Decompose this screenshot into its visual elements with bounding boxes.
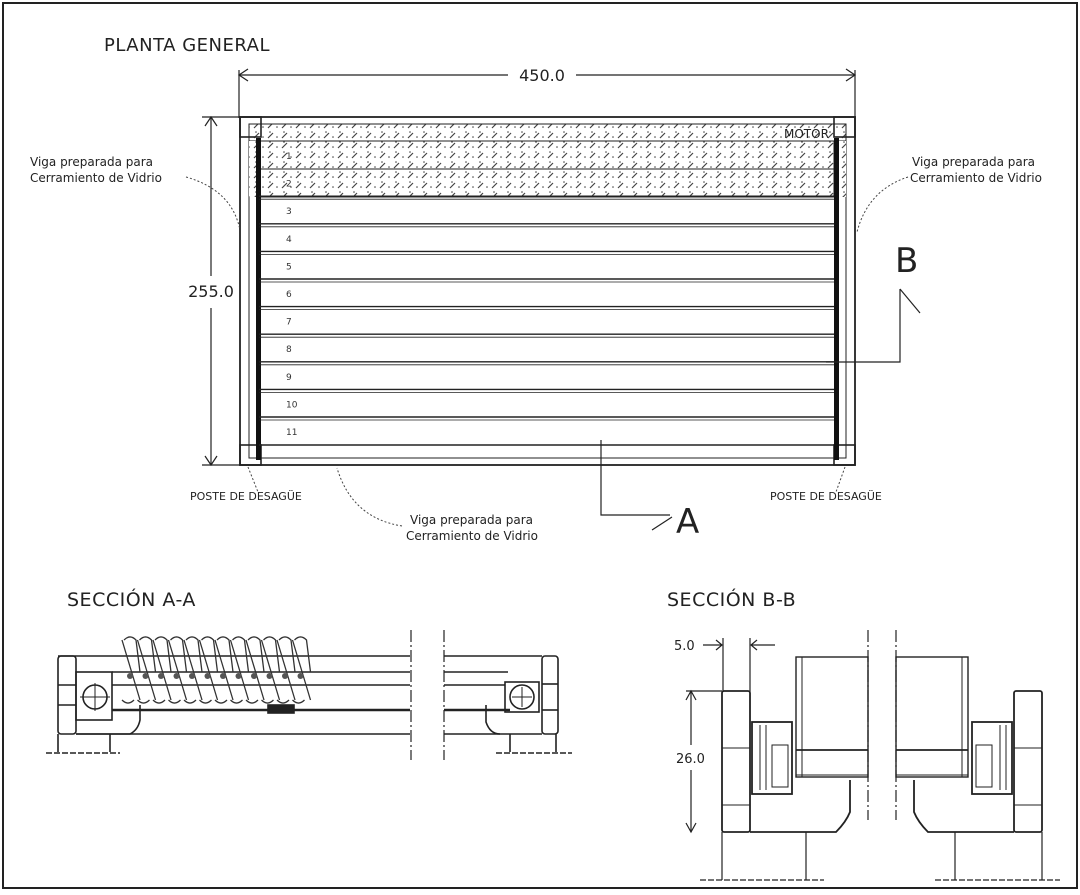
coiled-lamella [291, 636, 312, 704]
lamella-pivot [173, 673, 180, 679]
lamella-number: 9 [286, 373, 292, 383]
left-guide-rail [256, 138, 261, 460]
coiled-lamella [260, 636, 281, 704]
lamella-pivot [235, 673, 242, 679]
svg-text:Cerramiento de Vidrio: Cerramiento de Vidrio [30, 171, 162, 185]
lamella-number: 3 [286, 207, 292, 217]
corner-post-top-right [833, 116, 856, 138]
drain-post-note-right: POSTE DE DESAGÜE [770, 466, 882, 503]
lamella-pivot [266, 673, 273, 679]
section-bb-title: SECCIÓN B-B [667, 587, 796, 611]
motor-label: MOTOR [784, 127, 829, 141]
width-dimension-bb-label: 5.0 [674, 639, 695, 654]
section-bb: SECCIÓN B-B 5.0 26.0 [667, 587, 1060, 881]
beam-note-bottom: Viga preparada para Cerramiento de Vidri… [336, 467, 538, 543]
beam-note-left: Viga preparada para Cerramiento de Vidri… [30, 155, 241, 231]
stacked-lamella-coils [121, 636, 312, 704]
section-marker-a: A [676, 502, 699, 542]
coiled-lamella [198, 636, 219, 704]
coiled-lamella [245, 636, 265, 704]
lamella-number: 2 [286, 180, 292, 190]
corner-post-top-left [239, 116, 262, 138]
width-dimension [237, 68, 857, 118]
lamella-number: 1 [286, 152, 292, 162]
section-marker-b: B [895, 241, 918, 281]
lamella-number: 11 [286, 428, 297, 438]
coiled-lamella [167, 636, 188, 704]
lamella-2-hatched [258, 168, 835, 198]
coiled-lamella [276, 636, 296, 704]
lamella-number: 10 [286, 400, 298, 410]
right-side-hatch [837, 141, 846, 197]
plan-view: PLANTA GENERAL 450.0 255.0 [30, 35, 1042, 543]
section-cut-a [600, 440, 673, 531]
coiled-lamella [183, 636, 203, 704]
width-dimension-label: 450.0 [519, 66, 565, 85]
svg-text:Cerramiento de Vidrio: Cerramiento de Vidrio [406, 529, 538, 543]
plan-title: PLANTA GENERAL [104, 35, 270, 56]
lamella-pivot [204, 673, 211, 679]
width-dimension-bb [703, 638, 775, 692]
section-cut-b [826, 288, 921, 363]
lamella-number: 7 [286, 318, 292, 328]
lamella-pivot [158, 673, 164, 679]
lamella-number: 6 [286, 290, 292, 300]
coiled-lamella [136, 636, 157, 704]
lamella-pivot [127, 673, 133, 679]
coiled-lamella [121, 636, 141, 704]
coiled-lamella [214, 636, 234, 704]
beam-note-right: Viga preparada para Cerramiento de Vidri… [856, 155, 1042, 233]
svg-text:POSTE DE DESAGÜE: POSTE DE DESAGÜE [190, 490, 302, 503]
lamella-pivot [297, 673, 304, 679]
svg-text:Viga preparada para: Viga preparada para [912, 155, 1035, 169]
outer-frame [239, 116, 856, 466]
motor-roller-right [509, 684, 535, 710]
svg-text:Viga preparada para: Viga preparada para [30, 155, 153, 169]
lamella-pivot [282, 673, 288, 679]
left-side-hatch [249, 141, 259, 197]
lamella-number: 5 [286, 262, 292, 272]
coiled-lamella [152, 636, 172, 704]
lamella-number: 4 [286, 235, 292, 245]
coiled-lamella [229, 636, 250, 704]
lamella-pivot [220, 673, 226, 679]
height-dimension-bb [685, 689, 722, 834]
lamella-pivot [142, 673, 149, 679]
lamella-pivot [189, 673, 195, 679]
lamella-number: 8 [286, 345, 292, 355]
svg-text:POSTE DE DESAGÜE: POSTE DE DESAGÜE [770, 490, 882, 503]
section-aa-title: SECCIÓN A-A [67, 587, 196, 611]
svg-text:Cerramiento de Vidrio: Cerramiento de Vidrio [910, 171, 1042, 185]
height-dimension [202, 115, 240, 467]
height-dimension-bb-label: 26.0 [676, 752, 705, 767]
lamella-1-hatched [258, 140, 835, 170]
height-dimension-label: 255.0 [188, 282, 234, 301]
right-guide-rail [834, 138, 839, 460]
lamella-rows: 1 2 3 4 5 6 7 8 9 10 11 [259, 152, 834, 446]
motor-housing-hatched [248, 123, 847, 142]
lamella-pivot [251, 673, 257, 679]
svg-text:Viga preparada para: Viga preparada para [410, 513, 533, 527]
section-aa: SECCIÓN A-A [46, 587, 572, 760]
drain-post-note-left: POSTE DE DESAGÜE [190, 466, 302, 503]
